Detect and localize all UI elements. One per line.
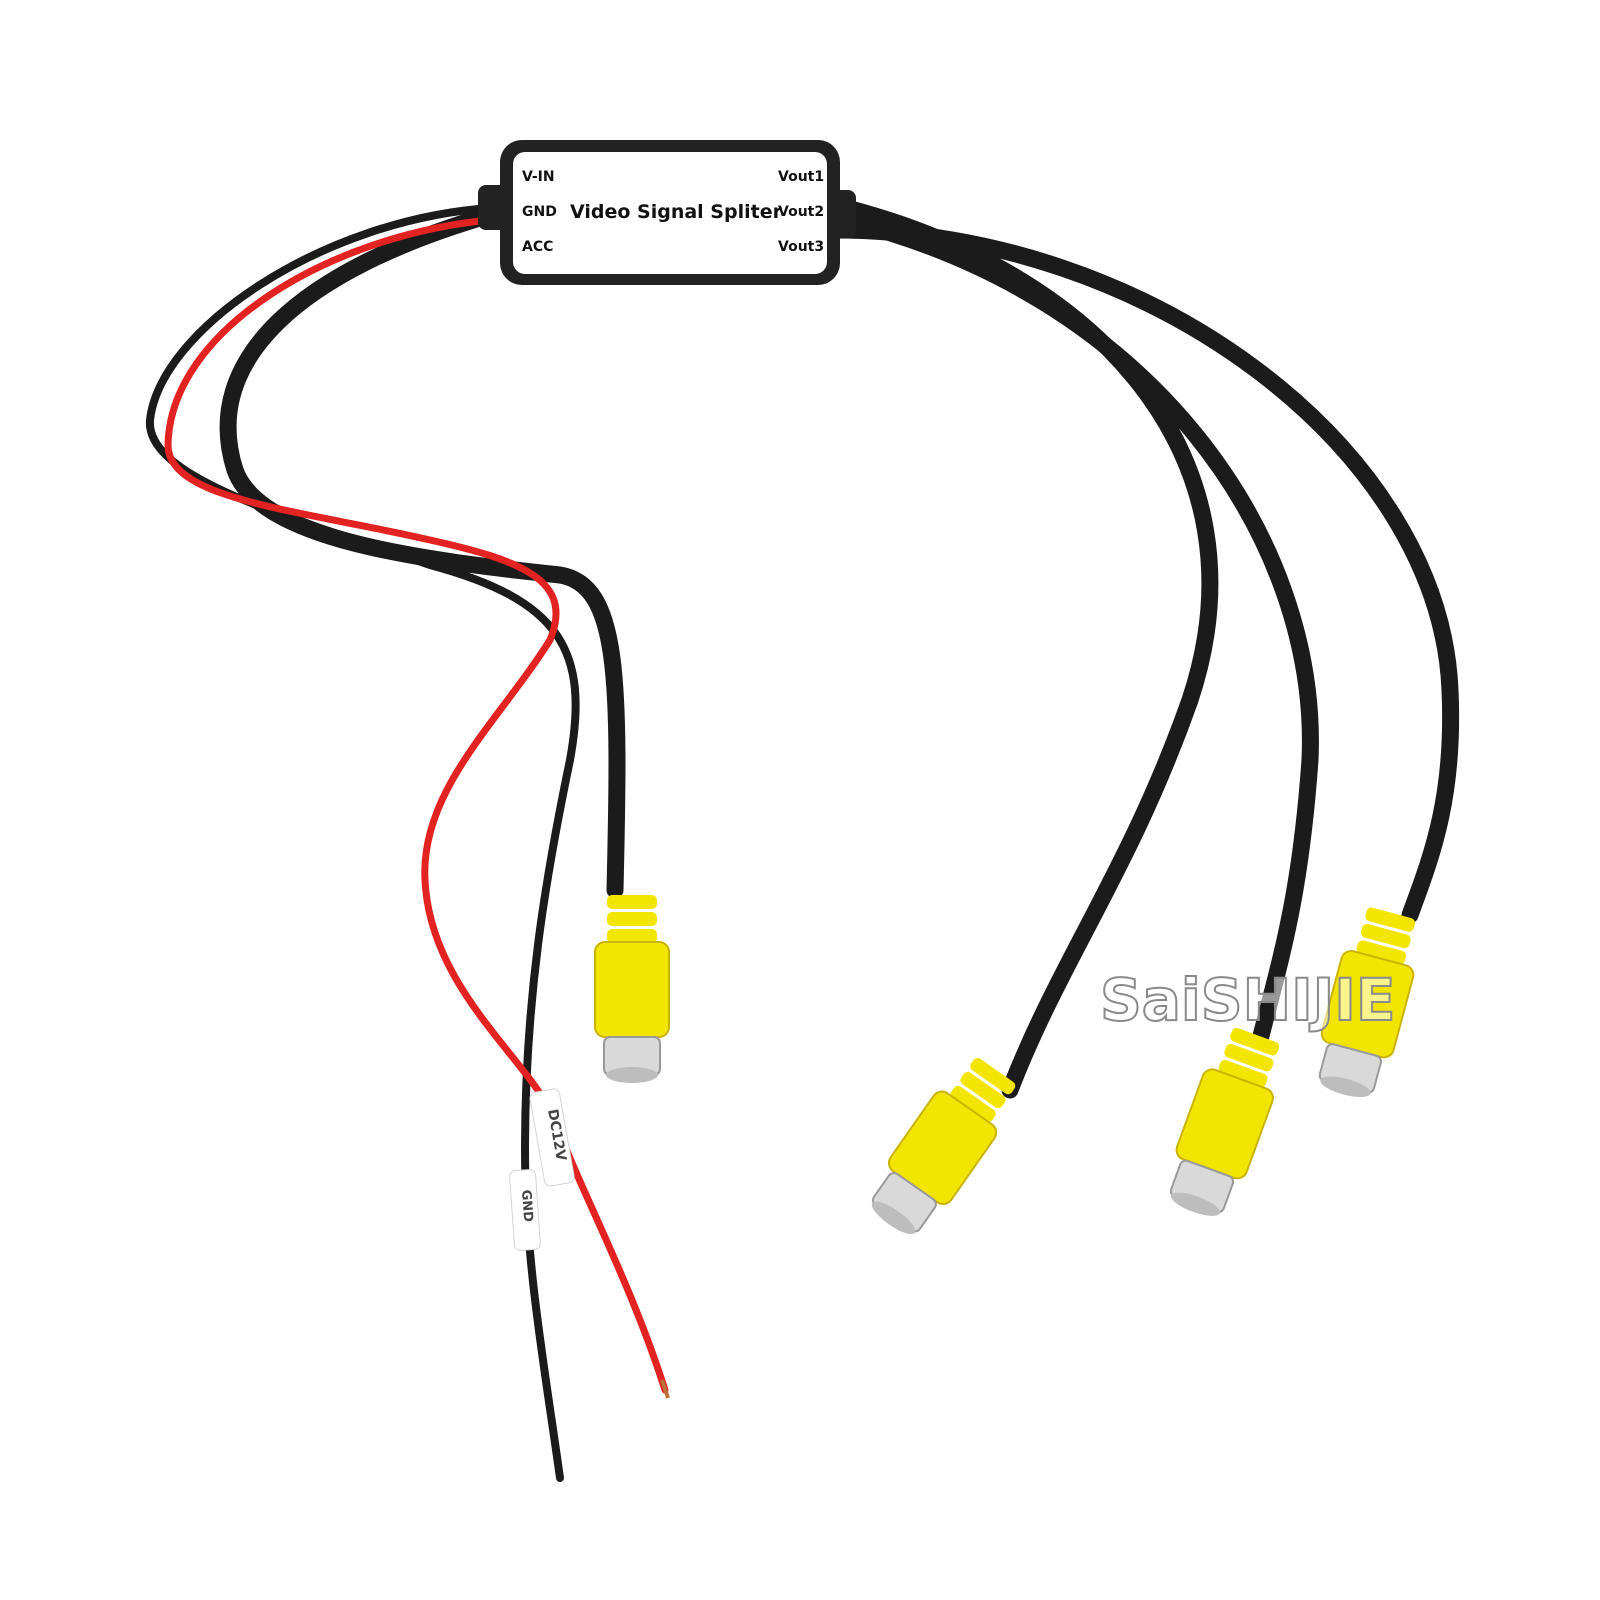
video-in-cable [219, 206, 626, 899]
dc12v-tag: DC12V [529, 1088, 575, 1187]
gnd-label: GND [522, 204, 557, 220]
red-wire-tip [660, 1379, 670, 1399]
vout1-label: Vout1 [778, 169, 824, 185]
vout1-cable [826, 196, 1219, 1099]
acc-red-wire [164, 216, 669, 1394]
rca-connector-vout1 [871, 1057, 1016, 1235]
watermark-text: SaiSHIJIE [1100, 966, 1395, 1034]
vin-label: V-IN [522, 169, 555, 185]
gnd-tag-text: GND [518, 1189, 535, 1223]
gnd-wire [145, 204, 580, 1482]
vout2-cable [826, 209, 1319, 1049]
vout3-cable [826, 221, 1460, 924]
splitter-box: V-IN GND ACC Video Signal Spliter Vout1 … [478, 140, 856, 285]
acc-label: ACC [522, 239, 553, 255]
box-label [513, 152, 827, 274]
rca-connector-vout3 [1318, 907, 1416, 1098]
vout2-label: Vout2 [778, 204, 824, 220]
rca-connector-vout2 [1169, 1027, 1280, 1216]
rca-connector-input [594, 895, 670, 1083]
gnd-tag: GND [509, 1169, 541, 1251]
vout3-label: Vout3 [778, 239, 824, 255]
product-title: Video Signal Spliter [570, 201, 783, 223]
